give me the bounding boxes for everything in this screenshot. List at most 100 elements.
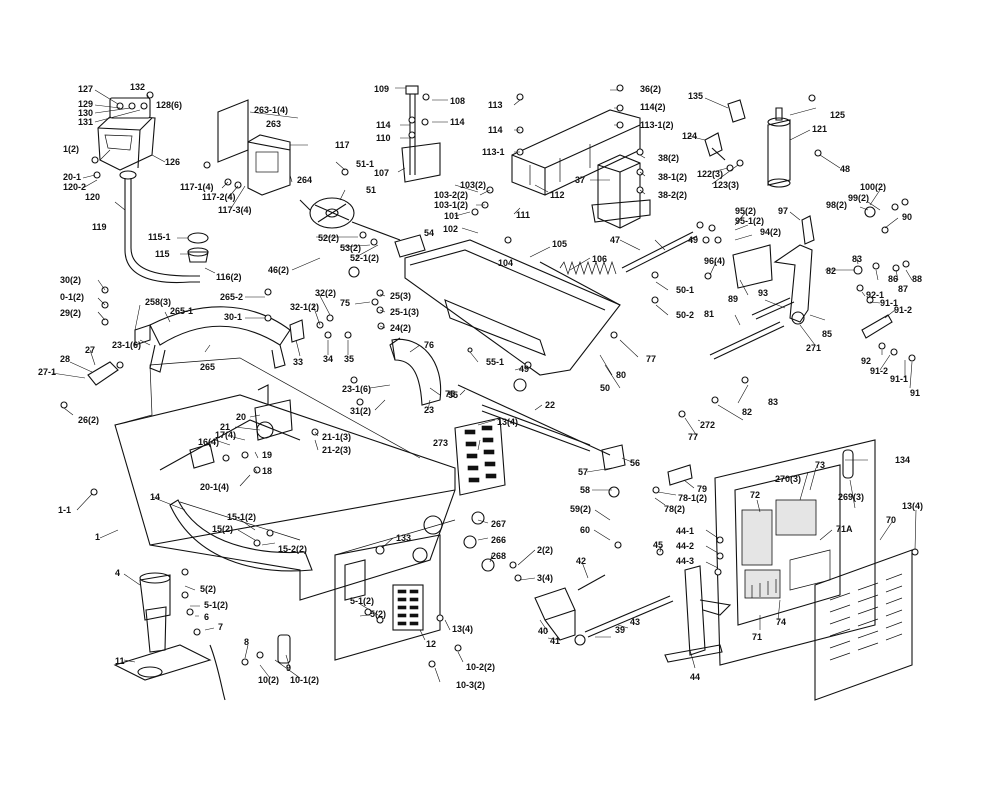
label-113: 113 <box>488 100 503 110</box>
label-105: 105 <box>552 239 567 249</box>
label-38-1: 38-1(2) <box>658 172 687 182</box>
label-50: 50 <box>600 383 610 393</box>
label-23-1b: 23-1(6) <box>112 340 141 350</box>
label-98: 98(2) <box>826 200 847 210</box>
label-11: 11 <box>115 656 125 666</box>
label-82b: 82 <box>742 407 752 417</box>
label-13-4a: 13(4) <box>497 417 518 427</box>
label-113-1: 113-1 <box>482 147 505 157</box>
label-12: 12 <box>426 639 436 649</box>
label-31: 31(2) <box>350 406 371 416</box>
label-119: 119 <box>92 222 107 232</box>
label-30-1: 30-1 <box>224 312 242 322</box>
label-23-1a: 23-1(6) <box>342 384 371 394</box>
label-50-1: 50-1 <box>676 285 694 295</box>
label-72: 72 <box>750 490 760 500</box>
label-115: 115 <box>155 249 170 259</box>
label-21: 21 <box>220 422 230 432</box>
label-77a: 77 <box>646 354 656 364</box>
label-29: 29(2) <box>60 308 81 318</box>
label-17: 17(4) <box>215 430 236 440</box>
label-27-1: 27-1 <box>38 367 56 377</box>
label-263-1: 263-1(4) <box>254 105 288 115</box>
label-44-1: 44-1 <box>676 526 694 536</box>
label-85: 85 <box>822 329 832 339</box>
label-9: 9 <box>286 663 291 673</box>
label-128-6: 128(6) <box>156 100 182 110</box>
label-92: 92 <box>861 356 871 366</box>
label-19: 19 <box>262 450 272 460</box>
label-43: 43 <box>630 617 640 627</box>
label-33: 33 <box>293 357 303 367</box>
label-56: 56 <box>630 458 640 468</box>
label-52: 52(2) <box>318 233 339 243</box>
label-263: 263 <box>266 119 281 129</box>
label-22: 22 <box>545 400 555 410</box>
label-15: 15(2) <box>212 524 233 534</box>
label-21-1: 21-1(3) <box>322 432 351 442</box>
label-25: 25(3) <box>390 291 411 301</box>
label-20: 20 <box>236 412 246 422</box>
label-114a: 114 <box>450 117 465 127</box>
label-110: 110 <box>376 133 391 143</box>
label-123: 123(3) <box>713 180 739 190</box>
label-269: 269(3) <box>838 492 864 502</box>
leader-lines <box>51 87 917 683</box>
label-49b: 49 <box>519 364 529 374</box>
label-86: 86 <box>888 274 898 284</box>
label-51-1: 51-1 <box>356 159 374 169</box>
label-32-1: 32-1(2) <box>290 302 319 312</box>
label-71: 71 <box>752 632 762 642</box>
label-55: 55 <box>448 390 458 400</box>
label-117: 117 <box>335 140 350 150</box>
label-81: 81 <box>704 309 714 319</box>
label-82a: 82 <box>826 266 836 276</box>
label-71A: 71A <box>836 524 853 534</box>
label-87: 87 <box>898 284 908 294</box>
label-13-4c: 13(4) <box>902 501 923 511</box>
label-108: 108 <box>450 96 465 106</box>
label-116: 116(2) <box>216 272 242 282</box>
label-117-3: 117-3(4) <box>218 205 252 215</box>
label-83b: 83 <box>768 397 778 407</box>
label-97: 97 <box>778 206 788 216</box>
label-20-1: 20-1 <box>63 172 81 182</box>
label-80: 80 <box>616 370 626 380</box>
label-10: 10(2) <box>258 675 279 685</box>
label-38-2: 38-2(2) <box>658 190 687 200</box>
label-112: 112 <box>550 190 565 200</box>
label-26: 26(2) <box>78 415 99 425</box>
label-133: 133 <box>396 533 411 543</box>
label-93: 93 <box>758 288 768 298</box>
label-120: 120 <box>85 192 100 202</box>
label-28: 28 <box>60 354 70 364</box>
label-42: 42 <box>576 556 586 566</box>
label-83a: 83 <box>852 254 862 264</box>
label-272: 272 <box>700 420 715 430</box>
label-36: 36(2) <box>640 84 661 94</box>
label-54: 54 <box>424 228 434 238</box>
label-102: 102 <box>443 224 458 234</box>
label-20-1-4: 20-1(4) <box>200 482 229 492</box>
label-5-1a: 5-1(2) <box>204 600 228 610</box>
label-95-1: 95-1(2) <box>735 216 764 226</box>
label-130: 130 <box>78 108 93 118</box>
label-51: 51 <box>366 185 376 195</box>
label-38: 38(2) <box>658 153 679 163</box>
label-37: 37 <box>575 175 585 185</box>
label-15-1: 15-1(2) <box>227 512 256 522</box>
label-32: 32(2) <box>315 288 336 298</box>
label-55-1: 55-1 <box>486 357 504 367</box>
label-1: 1 <box>95 532 100 542</box>
label-109: 109 <box>374 84 389 94</box>
label-59: 59(2) <box>570 504 591 514</box>
label-101: 101 <box>444 211 459 221</box>
label-40: 40 <box>538 626 548 636</box>
label-21-2: 21-2(3) <box>322 445 351 455</box>
label-115-1: 115-1 <box>148 232 171 242</box>
label-122: 122(3) <box>697 169 723 179</box>
label-131: 131 <box>78 117 93 127</box>
label-74: 74 <box>776 617 786 627</box>
label-14: 14 <box>150 492 160 502</box>
label-125: 125 <box>830 110 845 120</box>
